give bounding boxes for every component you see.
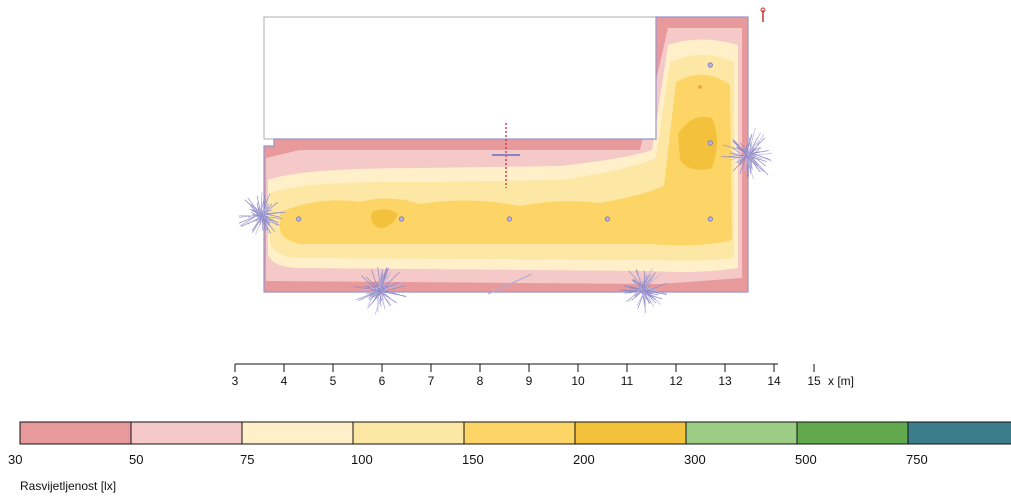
luminaire-marker bbox=[707, 62, 713, 68]
luminaire-marker bbox=[604, 216, 611, 222]
legend-threshold-label: 300 bbox=[684, 452, 706, 467]
tree-right bbox=[720, 127, 773, 180]
tree-left bbox=[238, 192, 287, 235]
x-tick-label-4: 4 bbox=[281, 374, 288, 388]
legend-swatch-2 bbox=[241, 421, 354, 445]
x-axis: 3 4 5 6 7 8 9 10 11 12 13 14 15 bbox=[232, 363, 821, 388]
luminaire-marker bbox=[398, 216, 405, 222]
contour-band-150 bbox=[280, 74, 732, 246]
luminaire-marker-secondary bbox=[698, 85, 702, 89]
room-outline-upper bbox=[263, 16, 657, 140]
legend-threshold-label: 750 bbox=[906, 452, 928, 467]
legend-threshold-label: 100 bbox=[351, 452, 373, 467]
legend-swatch-4 bbox=[463, 421, 576, 445]
x-tick-label-13: 13 bbox=[718, 374, 732, 388]
floor-outline bbox=[263, 16, 749, 293]
x-tick-label-7: 7 bbox=[428, 374, 435, 388]
compass-icon bbox=[760, 7, 766, 22]
luminaire-marker bbox=[296, 216, 302, 222]
legend-swatch-5 bbox=[574, 421, 687, 445]
x-tick-label-9: 9 bbox=[526, 374, 533, 388]
legend-swatch-8 bbox=[907, 421, 1011, 445]
legend-swatch-0 bbox=[19, 421, 132, 445]
x-tick-label-10: 10 bbox=[571, 374, 585, 388]
legend-swatch-3 bbox=[352, 421, 465, 445]
legend-title: Rasvijetljenost [lx] bbox=[20, 479, 116, 493]
luminaire-marker bbox=[506, 216, 512, 222]
x-tick-label-6: 6 bbox=[379, 374, 386, 388]
color-legend: 30 50 75 100 150 200 300 500 750 bbox=[8, 421, 1011, 467]
x-tick-label-5: 5 bbox=[330, 374, 337, 388]
legend-threshold-label: 200 bbox=[573, 452, 595, 467]
x-tick-label-3: 3 bbox=[232, 374, 239, 388]
x-tick-label-15: 15 bbox=[807, 374, 821, 388]
tree-bottom-right bbox=[618, 268, 668, 313]
legend-swatch-1 bbox=[130, 421, 243, 445]
luminaire-markers bbox=[296, 62, 713, 222]
tree-bottom-left bbox=[354, 267, 407, 315]
plant-symbols bbox=[238, 127, 773, 315]
x-axis-unit-label: x [m] bbox=[828, 374, 854, 388]
luminaire-marker bbox=[707, 140, 713, 146]
legend-swatch-7 bbox=[796, 421, 909, 445]
legend-threshold-label: 75 bbox=[240, 452, 254, 467]
x-tick-label-11: 11 bbox=[621, 374, 634, 388]
x-tick-label-14: 14 bbox=[767, 374, 781, 388]
legend-swatch-6 bbox=[685, 421, 798, 445]
x-tick-label-12: 12 bbox=[669, 374, 683, 388]
legend-threshold-label: 500 bbox=[795, 452, 817, 467]
legend-threshold-label: 150 bbox=[462, 452, 484, 467]
luminaire-marker bbox=[707, 216, 713, 222]
legend-threshold-label: 30 bbox=[8, 452, 22, 467]
ground-line-bottom bbox=[487, 273, 533, 295]
legend-threshold-label: 50 bbox=[129, 452, 143, 467]
x-tick-label-8: 8 bbox=[477, 374, 484, 388]
